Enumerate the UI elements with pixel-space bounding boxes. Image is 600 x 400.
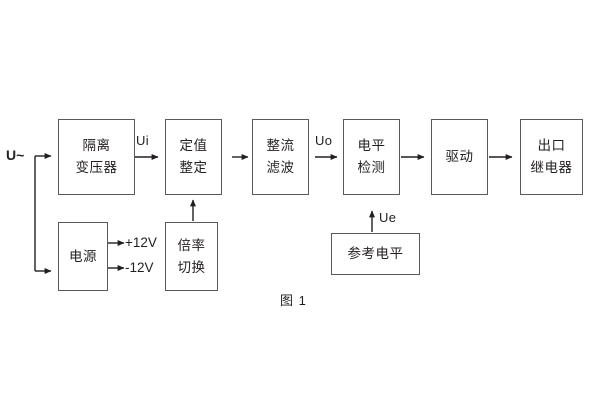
block-rectify-filter-line1: 整流	[266, 138, 295, 154]
block-output-relay-line2: 继电器	[530, 160, 573, 175]
block-multiplier-switch-line1: 倍率	[177, 237, 206, 253]
block-isolation-transformer[interactable]: 隔离 变压器	[58, 119, 135, 195]
block-output-relay-line1: 出口	[537, 138, 566, 154]
block-level-detect-line2: 检测	[357, 160, 386, 175]
block-driver[interactable]: 驱动	[431, 119, 488, 195]
block-reference-level-line1: 参考电平	[347, 246, 404, 262]
block-power-supply-line1: 电源	[69, 248, 97, 264]
block-multiplier-switch[interactable]: 倍率 切换	[165, 222, 218, 291]
block-rectify-filter[interactable]: 整流 滤波	[252, 119, 309, 195]
rail-label-positive: +12V	[125, 235, 157, 250]
block-driver-line1: 驱动	[445, 149, 474, 165]
block-multiplier-switch-line2: 切换	[177, 259, 206, 275]
block-power-supply[interactable]: 电源	[58, 222, 108, 291]
source-label: U~	[6, 147, 25, 163]
block-isolation-transformer-line1: 隔离	[82, 138, 111, 154]
block-rectify-filter-line2: 滤波	[266, 160, 295, 175]
signal-label-ui: Ui	[136, 133, 149, 148]
signal-label-ue: Ue	[379, 210, 397, 225]
figure-caption: 图 1	[280, 293, 307, 308]
block-output-relay[interactable]: 出口 继电器	[520, 119, 583, 195]
block-setting-value-line1: 定值	[179, 138, 208, 154]
block-level-detect-line1: 电平	[357, 138, 386, 154]
block-level-detect[interactable]: 电平 检测	[343, 119, 400, 195]
signal-label-uo: Uo	[315, 133, 333, 148]
block-reference-level[interactable]: 参考电平	[331, 233, 420, 275]
block-setting-value-line2: 整定	[179, 160, 208, 175]
rail-label-negative: -12V	[125, 260, 154, 275]
block-setting-value[interactable]: 定值 整定	[165, 119, 222, 195]
block-isolation-transformer-line2: 变压器	[75, 160, 118, 175]
